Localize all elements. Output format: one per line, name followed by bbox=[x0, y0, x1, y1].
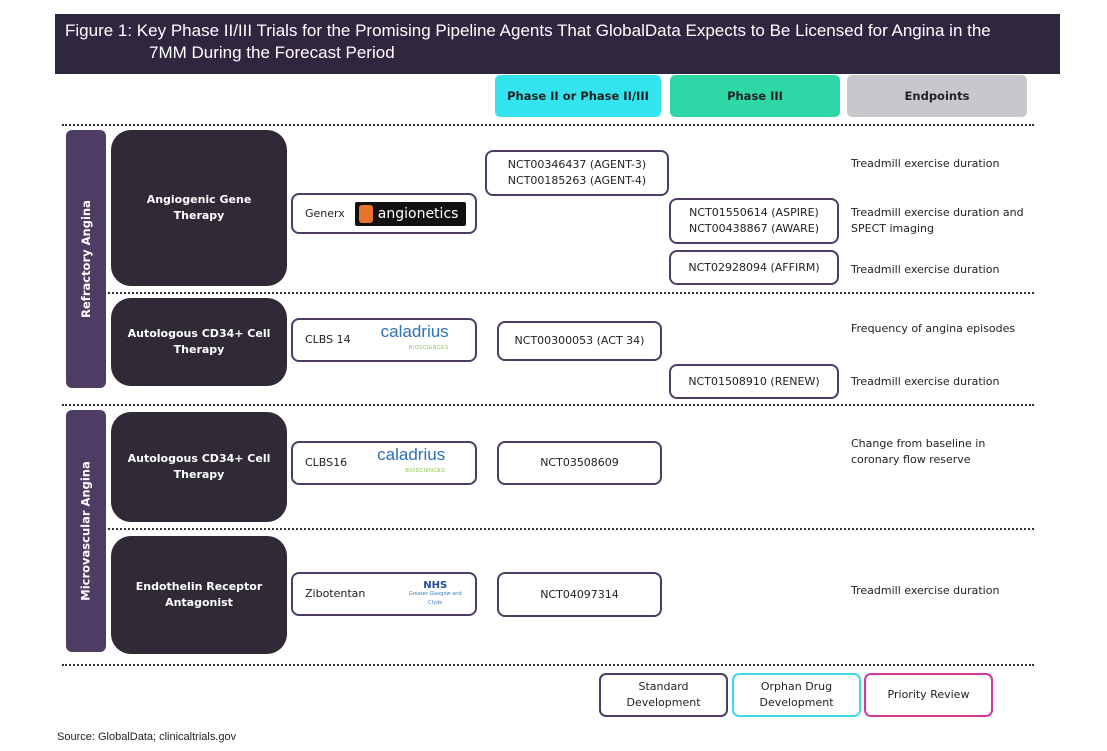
endpoint-text: Treadmill exercise duration bbox=[851, 375, 1000, 388]
separator-line bbox=[62, 404, 1034, 406]
figure-title-line2: 7MM During the Forecast Period bbox=[149, 43, 395, 62]
legend-orphan-line1: Orphan Drug bbox=[760, 680, 833, 693]
legend-priority-review: Priority Review bbox=[864, 673, 993, 717]
trial-affirm: NCT02928094 (AFFIRM) bbox=[669, 250, 839, 285]
nhs-logo-text: NHS bbox=[423, 579, 448, 591]
separator-line bbox=[62, 124, 1034, 126]
endpoint-line: Treadmill exercise duration and bbox=[851, 206, 1024, 219]
agent-generx-label: Generx bbox=[305, 206, 345, 220]
header-phase2: Phase II or Phase II/III bbox=[495, 75, 661, 117]
trial-act34: NCT00300053 (ACT 34) bbox=[497, 321, 662, 361]
separator-line bbox=[108, 528, 1034, 530]
caladrius-logo-sub: BIOSCIENCES bbox=[409, 345, 449, 351]
section-microvascular-angina: Microvascular Angina bbox=[66, 410, 106, 652]
angionetics-logo-text: angionetics bbox=[377, 205, 459, 222]
trial-aware: NCT00438867 (AWARE) bbox=[688, 222, 819, 235]
legend-standard-development: Standard Development bbox=[599, 673, 728, 717]
endpoint-line: SPECT imaging bbox=[851, 222, 934, 235]
nhs-logo-sub: Greater Glasgow and Clyde bbox=[408, 590, 462, 606]
trial-agent-3: NCT00346437 (AGENT-3) bbox=[507, 158, 647, 171]
section-refractory-label: Refractory Angina bbox=[79, 200, 93, 318]
trial-agent-3-4: NCT00346437 (AGENT-3) NCT00185263 (AGENT… bbox=[485, 150, 669, 196]
trial-aspire-aware: NCT01550614 (ASPIRE) NCT00438867 (AWARE) bbox=[669, 198, 839, 244]
header-endpoints: Endpoints bbox=[847, 75, 1027, 117]
endpoint-text: Treadmill exercise duration bbox=[851, 263, 1000, 276]
endpoint-text: Frequency of angina episodes bbox=[851, 322, 1016, 335]
trial-nct03508609: NCT03508609 bbox=[497, 441, 662, 485]
therapy-cd34-refractory: Autologous CD34+ Cell Therapy bbox=[111, 298, 287, 386]
therapy-cd34-microvascular: Autologous CD34+ Cell Therapy bbox=[111, 412, 287, 522]
legend-standard-line1: Standard bbox=[638, 680, 689, 693]
caladrius-logo: caladrius BIOSCIENCES bbox=[377, 445, 446, 479]
trial-agent-4: NCT00185263 (AGENT-4) bbox=[507, 174, 647, 187]
endpoint-text: Treadmill exercise duration and SPECT im… bbox=[851, 205, 1024, 237]
legend-standard-line2: Development bbox=[626, 696, 701, 709]
endpoint-text: Treadmill exercise duration bbox=[851, 584, 1000, 597]
endpoint-text: Change from baseline in coronary flow re… bbox=[851, 436, 985, 468]
angionetics-logo-icon bbox=[358, 204, 373, 223]
agent-generx: Generx angionetics bbox=[291, 193, 477, 234]
trial-aspire: NCT01550614 (ASPIRE) bbox=[689, 206, 819, 219]
angionetics-logo: angionetics bbox=[354, 201, 467, 226]
agent-clbs14-label: CLBS 14 bbox=[305, 333, 351, 346]
separator-line bbox=[108, 292, 1034, 294]
agent-clbs16-label: CLBS16 bbox=[305, 456, 348, 469]
separator-line bbox=[62, 664, 1034, 666]
caladrius-logo-text: caladrius bbox=[380, 322, 449, 341]
agent-clbs14: CLBS 14 caladrius BIOSCIENCES bbox=[291, 318, 477, 362]
therapy-endothelin: Endothelin Receptor Antagonist bbox=[111, 536, 287, 654]
nhs-logo: NHS Greater Glasgow and Clyde bbox=[401, 579, 469, 608]
agent-clbs16: CLBS16 caladrius BIOSCIENCES bbox=[291, 441, 477, 485]
trial-renew: NCT01508910 (RENEW) bbox=[669, 364, 839, 399]
agent-zibotentan-label: Zibotentan bbox=[305, 587, 366, 600]
legend-orphan-line2: Development bbox=[759, 696, 834, 709]
source-note: Source: GlobalData; clinicaltrials.gov bbox=[57, 731, 237, 743]
endpoint-line: coronary flow reserve bbox=[851, 453, 971, 466]
therapy-angiogenic-gene: Angiogenic Gene Therapy bbox=[111, 130, 287, 286]
agent-zibotentan: Zibotentan NHS Greater Glasgow and Clyde bbox=[291, 572, 477, 616]
caladrius-logo-text: caladrius bbox=[377, 445, 446, 464]
section-microvascular-label: Microvascular Angina bbox=[79, 461, 93, 601]
trial-nct04097314: NCT04097314 bbox=[497, 572, 662, 617]
figure-title: Figure 1: Key Phase II/III Trials for th… bbox=[55, 14, 1060, 74]
header-phase3: Phase III bbox=[670, 75, 840, 117]
legend-orphan-drug-development: Orphan Drug Development bbox=[732, 673, 861, 717]
section-refractory-angina: Refractory Angina bbox=[66, 130, 106, 388]
endpoint-text: Treadmill exercise duration bbox=[851, 157, 1000, 170]
caladrius-logo-sub: BIOSCIENCES bbox=[405, 468, 446, 474]
endpoint-line: Change from baseline in bbox=[851, 437, 986, 450]
figure-title-line1: Figure 1: Key Phase II/III Trials for th… bbox=[65, 21, 991, 40]
caladrius-logo: caladrius BIOSCIENCES bbox=[380, 322, 449, 356]
